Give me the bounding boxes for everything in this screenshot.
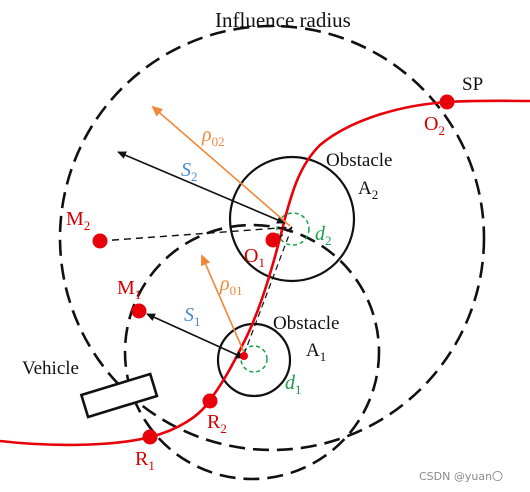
- sp-label: SP: [462, 74, 483, 95]
- d1-label: d1: [285, 372, 302, 397]
- obstacle-a2-id: A2: [358, 178, 378, 202]
- d1-circle: [240, 345, 268, 373]
- s1-label: S1: [184, 304, 201, 329]
- d2-label: d2: [315, 223, 332, 248]
- point-r1: [142, 429, 158, 445]
- o1-label: O1: [244, 245, 265, 270]
- s2-arrow: [117, 151, 286, 224]
- o1-vertical-dashed-line: [242, 226, 293, 358]
- influence-circle-a1: [123, 223, 381, 481]
- r2-label: R2: [207, 411, 227, 436]
- point-obstacle-a1-center: [240, 352, 248, 360]
- obstacle-a1-circle: [216, 322, 292, 398]
- obstacle-a2-name: Obstacle: [326, 150, 392, 171]
- o2-label: O2: [424, 113, 445, 138]
- point-m1: [131, 303, 147, 319]
- watermark: CSDN @yuan〇: [419, 470, 503, 483]
- point-m2: [92, 233, 108, 249]
- r1-label: R1: [135, 448, 155, 473]
- obstacle-a1-name: Obstacle: [273, 313, 339, 334]
- m2-o2-dashed-line: [99, 226, 293, 242]
- d2-circle: [276, 212, 310, 246]
- rho01-label: ρ01: [219, 273, 243, 298]
- point-o2: [439, 94, 455, 110]
- diagram-title: Influence radius: [215, 8, 351, 32]
- rho01-arrow: [201, 254, 247, 358]
- m2-label: M2: [66, 208, 90, 233]
- point-o1: [265, 232, 281, 248]
- point-r2: [202, 393, 218, 409]
- s2-label: S2: [181, 159, 198, 184]
- influence-circle-a2: [58, 24, 486, 452]
- s1-arrow: [146, 313, 245, 359]
- rho02-arrow: [151, 105, 291, 227]
- rho02-label: ρ02: [201, 124, 225, 149]
- obstacle-a1-id: A1: [306, 340, 326, 364]
- vehicle-shape: [79, 372, 159, 419]
- vehicle-label: Vehicle: [22, 358, 79, 379]
- m1-label: M1: [117, 277, 141, 302]
